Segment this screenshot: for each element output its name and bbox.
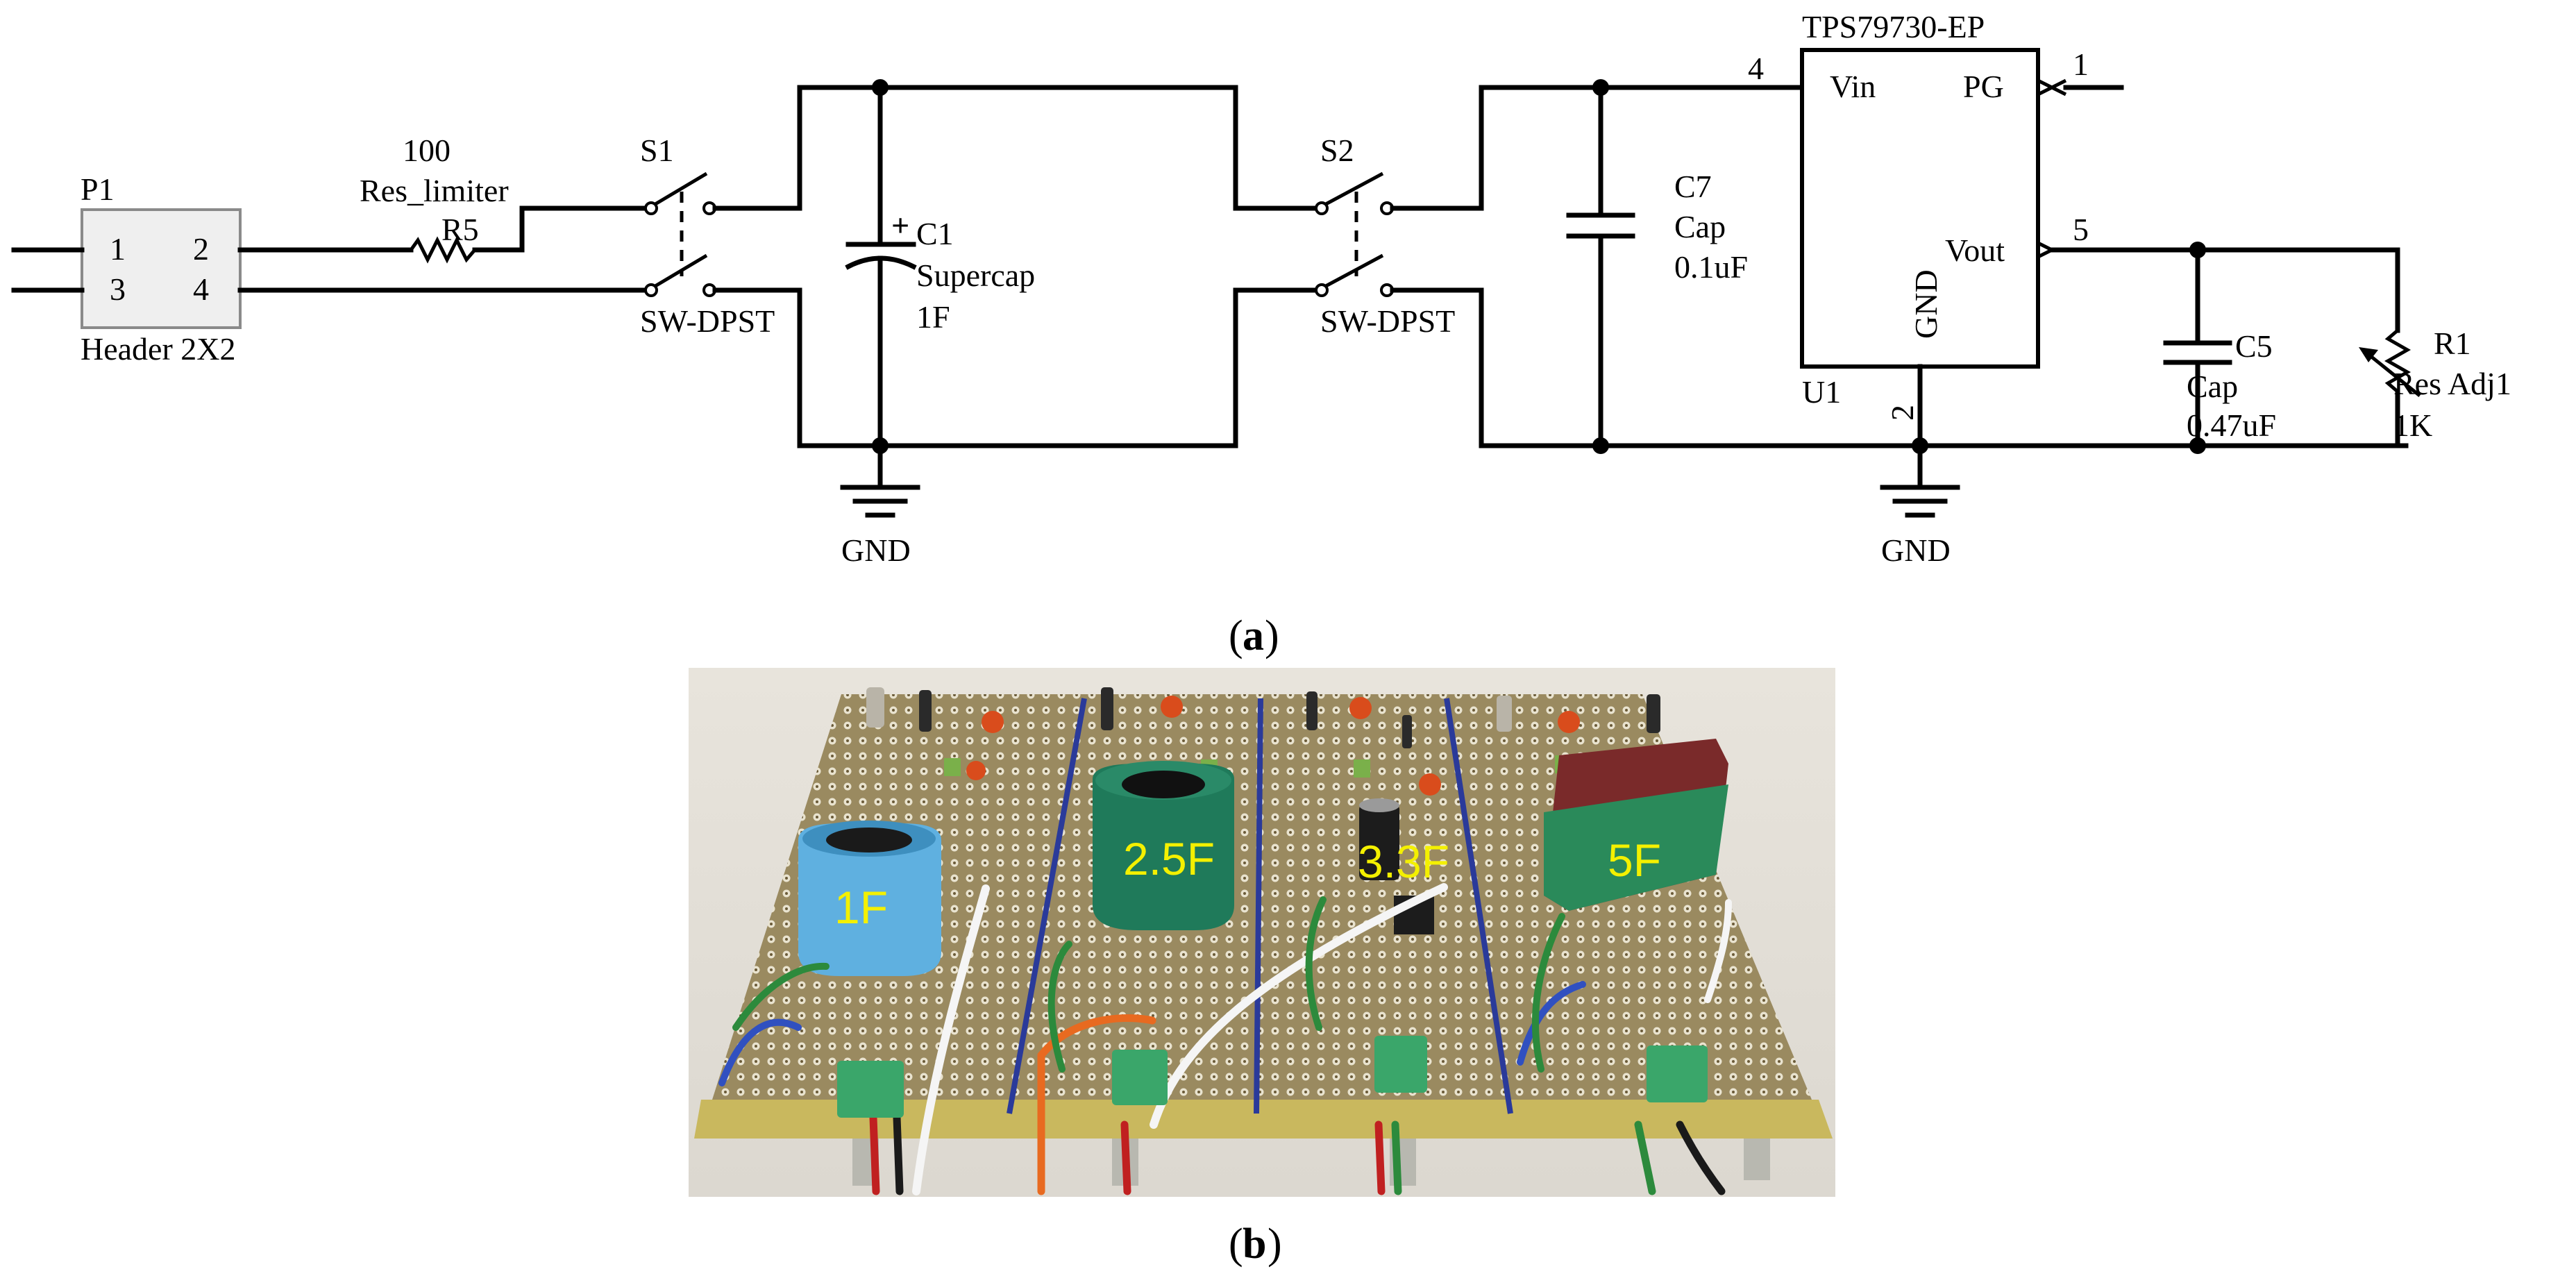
regulator-pin-pg: PG: [1963, 69, 2004, 104]
caption-a: ( a ): [1229, 612, 1279, 660]
resistor-r1-value: 1K: [2393, 408, 2432, 443]
photo-label-3-3f: 3.3F: [1358, 836, 1449, 887]
wires: [718, 883, 1732, 1195]
ground-right-label: GND: [1881, 532, 1951, 568]
switch-s2: S2 SW-DPST: [1315, 133, 1455, 339]
resistor-r1-type: Res Adj1: [2393, 366, 2511, 401]
regulator-pin-pg-num: 1: [2073, 47, 2089, 82]
resistor-r1-ref: R1: [2434, 326, 2471, 361]
caption-a-letter: a: [1243, 612, 1264, 660]
regulator-pin-gnd-num: 2: [1885, 405, 1920, 421]
header-ref: P1: [81, 171, 115, 207]
regulator-pin-vin-num: 4: [1748, 51, 1764, 86]
svg-text:): ): [1268, 1220, 1282, 1268]
capacitor-c5-value: 0.47uF: [2187, 408, 2276, 443]
switch-s1: S1 SW-DPST: [640, 133, 775, 339]
header-pin-2: 2: [193, 231, 209, 267]
caption-b: ( b ): [1229, 1220, 1282, 1268]
ground-right: GND: [1880, 443, 1960, 568]
supercap-value: 1F: [916, 299, 950, 335]
header-p1: P1 1 2 3 4 Header 2X2: [11, 171, 242, 367]
capacitor-c7-ref: C7: [1674, 169, 1712, 204]
supercap-ref: C1: [916, 216, 954, 251]
regulator-u1: TPS79730-EP 4 Vin PG 1 Vout 5 GND U1 2: [1598, 9, 2124, 421]
capacitor-c5-type: Cap: [2187, 369, 2238, 404]
supercap-2-5f: [1093, 761, 1234, 930]
supercap-1f: [798, 821, 941, 976]
capacitor-c7: C7 Cap 0.1uF: [1566, 79, 1748, 454]
photo-label-2-5f: 2.5F: [1123, 833, 1215, 884]
header-name: Header 2X2: [81, 331, 236, 367]
resistor-r5-ref: R5: [441, 212, 479, 247]
capacitor-c5-ref: C5: [2235, 328, 2273, 364]
regulator-pin-vout: Vout: [1945, 233, 2005, 268]
ground-left-label: GND: [841, 532, 911, 568]
regulator-part: TPS79730-EP: [1802, 9, 1985, 44]
regulator-ref: U1: [1802, 374, 1841, 410]
photo-panel-b: 1F 2.5F 3.3F 5F ( b ): [689, 668, 1835, 1268]
terminal-blocks: [837, 1036, 1708, 1118]
resistor-r1: R1 Res Adj1 1K: [2359, 247, 2511, 448]
switch-s2-ref: S2: [1320, 133, 1354, 168]
capacitor-c5: C5 Cap 0.47uF: [2163, 242, 2276, 454]
photo-label-5f: 5F: [1608, 834, 1661, 886]
svg-text:(: (: [1229, 1220, 1243, 1268]
switch-s1-ref: S1: [640, 133, 674, 168]
regulator-pin-gnd: GND: [1908, 269, 1944, 339]
switch-s2-type: SW-DPST: [1320, 303, 1455, 339]
ground-left: GND: [840, 443, 920, 568]
supercap-polarity: +: [891, 208, 909, 243]
capacitor-c7-type: Cap: [1674, 209, 1726, 244]
regulator-pin-vin: Vin: [1830, 69, 1876, 104]
supercap-type: Supercap: [916, 258, 1035, 293]
header-pin-1: 1: [110, 231, 126, 267]
capacitor-c7-value: 0.1uF: [1674, 249, 1748, 285]
caption-b-letter: b: [1243, 1220, 1266, 1268]
photo-label-1f: 1F: [834, 882, 888, 933]
svg-text:(: (: [1229, 612, 1243, 660]
header-pin-4: 4: [193, 271, 209, 307]
resistor-r5: 100 Res_limiter R5: [360, 133, 509, 264]
schematic-panel-a: P1 1 2 3 4 Header 2X2 100 Res_limiter R5…: [11, 9, 2511, 660]
svg-text:): ): [1265, 612, 1279, 660]
switch-s1-type: SW-DPST: [640, 303, 775, 339]
pg-open-drain-icon: [2037, 78, 2067, 96]
regulator-pin-vout-num: 5: [2073, 212, 2089, 247]
resistor-r5-value: 100: [403, 133, 451, 168]
supercap-c1: + C1 Supercap 1F: [845, 79, 1238, 454]
board-edge: [694, 1100, 1833, 1139]
resistor-r5-name: Res_limiter: [360, 173, 509, 208]
supercap-5f: [1544, 739, 1728, 911]
header-pin-3: 3: [110, 271, 126, 307]
